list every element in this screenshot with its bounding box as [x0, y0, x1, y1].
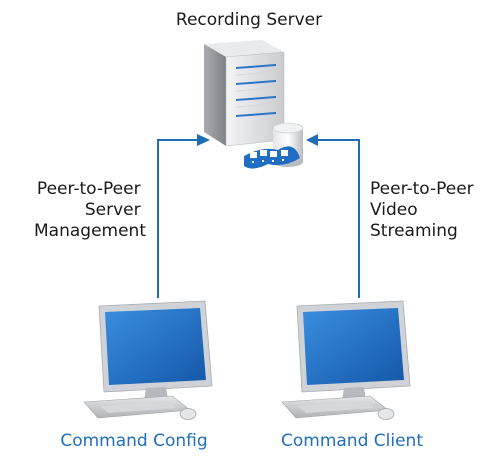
label-line: Peer-to-Peer: [37, 179, 141, 199]
server-title: Recording Server: [176, 10, 322, 30]
streaming-connection-arrow: [306, 134, 360, 298]
label-line: Server: [85, 200, 141, 220]
command-client-computer-icon: [281, 300, 411, 420]
command-config-label: Command Config: [60, 431, 207, 451]
label-line: Management: [34, 221, 146, 241]
streaming-connection-label: Peer-to-Peer Video Streaming: [370, 179, 479, 241]
label-line: Peer-to-Peer: [370, 179, 474, 199]
label-line: Video: [370, 200, 418, 220]
label-line: Streaming: [370, 221, 458, 241]
server-with-film-and-database-icon: [204, 40, 304, 169]
management-connection-arrow: [157, 134, 210, 298]
management-connection-label: Peer-to-Peer Server Management: [34, 179, 146, 241]
command-client-label: Command Client: [281, 431, 423, 451]
command-config-computer-icon: [83, 300, 213, 420]
